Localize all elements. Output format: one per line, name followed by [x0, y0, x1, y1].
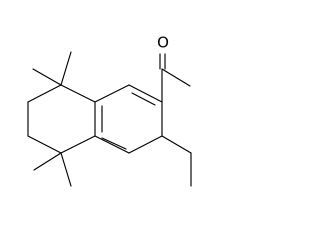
bond-ring-c4-c4a: [60, 135, 96, 154]
bond-aromatic-c8a-c8: [94, 84, 130, 103]
molecule-canvas: O: [27, 33, 192, 187]
bond-top-methyl-left: [32, 68, 62, 86]
bond-ethyl-ring-ch2: [161, 135, 192, 154]
bond-ring-c8a-c1: [60, 84, 96, 103]
bond-aromatic-inner-top-right: [131, 92, 156, 106]
bond-aromatic-c8-c7: [128, 84, 163, 103]
bond-aromatic-c5-c4a: [94, 135, 130, 154]
bond-ring-c3-c4: [27, 135, 62, 154]
bond-aromatic-c6-c5: [128, 135, 163, 154]
bond-bottom-methyl-left: [33, 152, 62, 171]
bond-top-methyl-up: [60, 51, 72, 86]
bond-ring-c1-c2: [27, 84, 62, 103]
oxygen-label-background: [155, 35, 171, 52]
oxygen-atom-label: O: [157, 34, 169, 52]
bond-acetyl-carbonyl-methyl: [161, 68, 191, 87]
bond-bottom-methyl-down: [60, 152, 72, 187]
chemical-structure-diagram: O: [27, 34, 192, 187]
bond-aromatic-inner-bottom: [101, 137, 127, 150]
